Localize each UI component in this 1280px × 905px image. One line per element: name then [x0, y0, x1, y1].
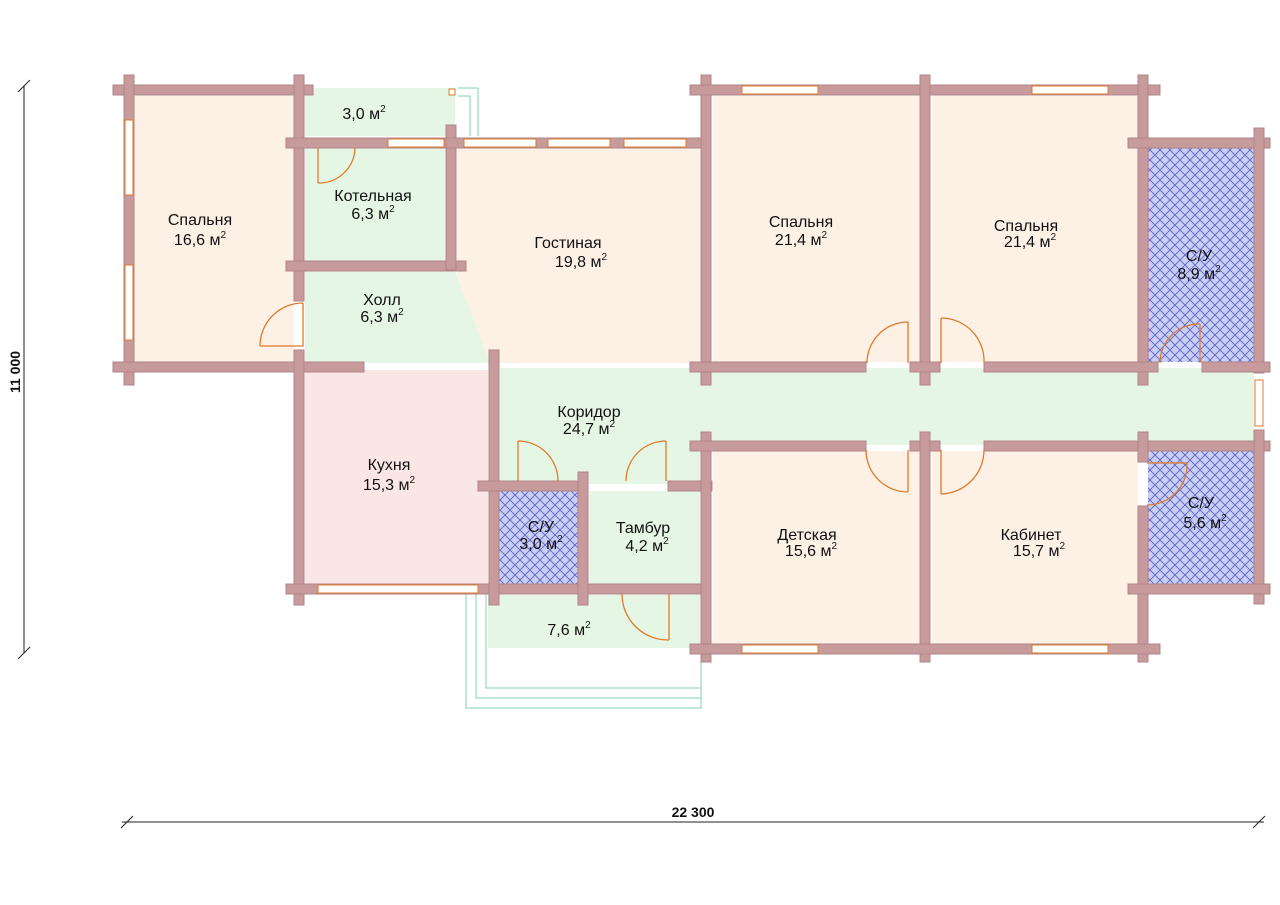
room-fills [134, 88, 1254, 648]
room-porch-top-fill [305, 88, 455, 136]
walls [112, 74, 1271, 663]
room-hall-area: 6,3 м2 [360, 307, 404, 326]
room-nursery-fill [713, 451, 919, 644]
room-bedroom-3-fill [932, 96, 1138, 362]
door-vestibule [625, 440, 667, 482]
windows [124, 85, 1264, 654]
room-bedroom-3-name: Спальня [994, 218, 1058, 235]
room-bath-3-fill [1148, 451, 1254, 584]
room-boiler-name: Котельная [334, 188, 411, 205]
dimension-lines [17, 79, 1266, 829]
room-bedroom-1-fill [134, 96, 294, 362]
room-bedroom-3-area: 21,4 м2 [1004, 232, 1057, 251]
room-study-fill [932, 451, 1138, 644]
room-hall-name: Холл [363, 292, 401, 309]
room-kitchen-area: 15,3 м2 [363, 475, 416, 494]
room-kitchen-fill [305, 370, 488, 584]
room-corridor-name: Коридор [557, 404, 620, 421]
room-bath-1-name: С/У [1186, 248, 1213, 265]
doors [259, 147, 1201, 641]
room-living-area: 19,8 м2 [555, 252, 608, 271]
room-bedroom-2-name: Спальня [769, 214, 833, 231]
room-nursery-name: Детская [777, 527, 836, 544]
room-bath-1-area: 8,9 м2 [1177, 264, 1221, 283]
door-study [940, 449, 985, 495]
room-corridor-area: 24,7 м2 [563, 419, 616, 438]
door-bath-3 [1146, 462, 1188, 506]
room-bath-1-fill [1148, 148, 1254, 362]
room-study-area: 15,7 м2 [1013, 541, 1066, 560]
door-bath-2 [517, 440, 559, 482]
room-bath-3-area: 5,6 м2 [1183, 513, 1227, 532]
room-hall-fill [305, 271, 490, 363]
door-bedroom-1 [259, 302, 304, 347]
room-boiler-fill [305, 148, 445, 261]
room-bedroom-1-name: Спальня [168, 212, 232, 229]
room-nursery-area: 15,6 м2 [785, 541, 838, 560]
room-porch-bottom-area: 7,6 м2 [547, 620, 591, 639]
room-study-name: Кабинет [1001, 527, 1063, 544]
room-bath-2-name: С/У [528, 519, 555, 536]
room-porch-bottom-fill [488, 595, 700, 648]
room-boiler-area: 6,3 м2 [351, 204, 395, 223]
door-bath-1 [1159, 323, 1201, 364]
door-nursery [865, 449, 909, 493]
dimension-width-label: 22 300 [672, 804, 715, 820]
room-porch-top-area: 3,0 м2 [342, 104, 386, 123]
room-kitchen-name: Кухня [368, 457, 411, 474]
room-vestibule-name: Тамбур [616, 520, 670, 537]
door-bedroom-2 [866, 321, 909, 364]
room-bedroom-2-area: 21,4 м2 [775, 230, 828, 249]
door-entrance [621, 593, 670, 641]
room-living-fill [457, 148, 700, 363]
door-boiler [317, 147, 356, 184]
room-bedroom-1-area: 16,6 м2 [174, 230, 227, 249]
room-vestibule-fill [589, 491, 700, 584]
room-bath-2-area: 3,0 м2 [519, 534, 563, 553]
room-labels: Спальня 16,6 м2 Котельная 6,3 м2 3,0 м2 … [168, 104, 1227, 639]
room-bath-3-name: С/У [1188, 495, 1215, 512]
dimension-height-label: 11 000 [7, 351, 23, 393]
room-vestibule-area: 4,2 м2 [625, 536, 669, 555]
room-living-name: Гостиная [534, 235, 601, 252]
room-corridor-fill [500, 368, 1254, 484]
room-bath-2-fill [499, 491, 578, 584]
door-bedroom-3 [940, 317, 985, 364]
room-bedroom-2-fill [713, 96, 919, 362]
